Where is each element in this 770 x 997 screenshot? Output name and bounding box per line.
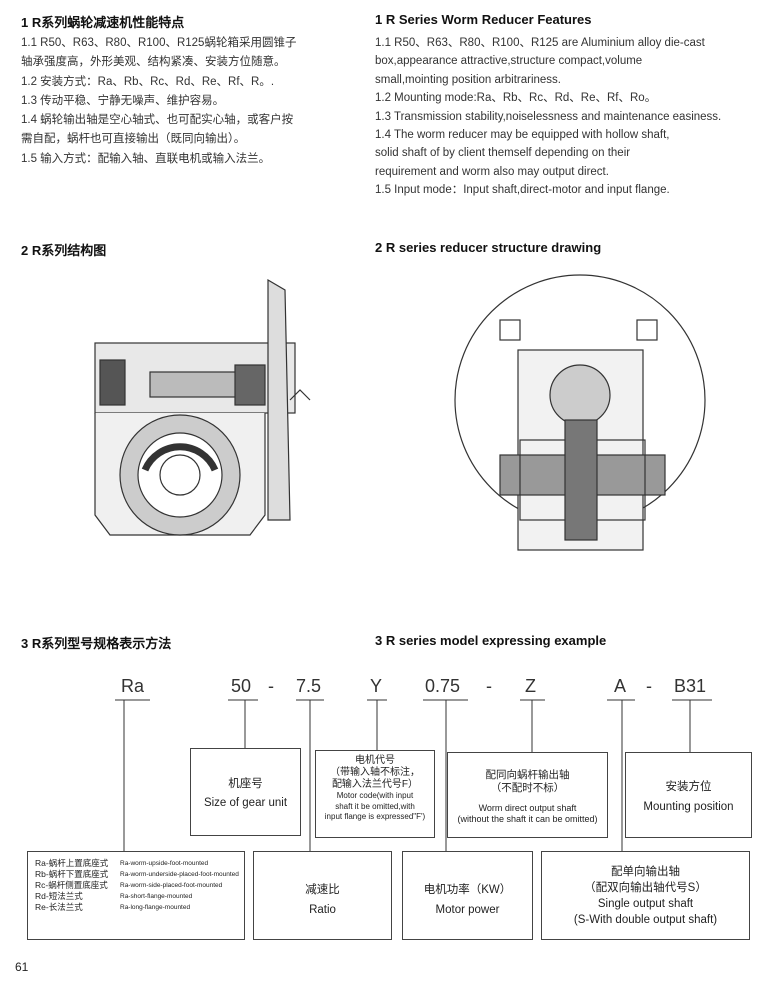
code-single-shaft: A bbox=[614, 676, 627, 696]
frame-size-box: 机座号 Size of gear unit bbox=[190, 748, 301, 836]
label-en: Worm direct output shaft bbox=[478, 803, 577, 813]
type-en: Ra-worm-underside-placed-foot-mounted bbox=[120, 871, 239, 878]
line: 1.2 安装方式：Ra、Rb、Rc、Rd、Re、Rf、R。. bbox=[21, 75, 275, 88]
type-cn: Rd-短法兰式 bbox=[35, 891, 83, 901]
line: 1.1 R50、R63、R80、R100、R125蜗轮箱采用圆锥子 bbox=[21, 37, 297, 49]
label-en: (without the shaft it can be omitted) bbox=[457, 814, 598, 824]
type-cn: Rb-蜗杆下置底座式 bbox=[35, 869, 109, 879]
motor-power-box: 电机功率（KW） Motor power bbox=[402, 851, 533, 940]
code-worm: Z bbox=[525, 676, 536, 696]
code-connectors bbox=[115, 699, 712, 851]
line: 需自配，蜗杆也可直接输出（既同向输出）。 bbox=[21, 133, 246, 146]
code-mounting: B31 bbox=[674, 676, 707, 696]
label-cn: 配输入法兰代号F） bbox=[331, 779, 419, 790]
type-en: Ra-worm-side-placed-foot-mounted bbox=[120, 882, 223, 889]
type-cn: Re-长法兰式 bbox=[35, 902, 83, 912]
type-cn: Ra-蜗杆上置底座式 bbox=[35, 858, 109, 868]
page-number: 61 bbox=[15, 960, 29, 974]
label-cn: 配单向输出轴 bbox=[611, 866, 680, 878]
label-cn: 电机代号 bbox=[355, 755, 395, 766]
line: box,appearance attractive,structure comp… bbox=[375, 55, 643, 68]
line: small,mointing position arbitrariness. bbox=[375, 73, 561, 86]
side-section-drawing bbox=[94, 278, 311, 536]
label-en: shaft it be omitted,with bbox=[335, 801, 415, 811]
label-cn: 减速比 bbox=[305, 884, 340, 896]
section3-title-cn: 3 R系列型号规格表示方法 bbox=[21, 636, 172, 651]
code-size: 50 bbox=[231, 676, 252, 696]
motor-code-box: 电机代号（带输入轴不标注，配输入法兰代号F） Motor code(with i… bbox=[315, 750, 435, 838]
type-cn: Rc-蜗杆侧置底座式 bbox=[35, 880, 108, 890]
worm-output-box: 配同向蜗杆输出轴（不配时不标） Worm direct output shaft… bbox=[447, 752, 608, 838]
section1-title-en: 1 R Series Worm Reducer Features bbox=[375, 12, 592, 27]
ratio-box: 减速比 Ratio bbox=[253, 851, 392, 940]
label-en: input flange is expressed"F') bbox=[324, 812, 426, 821]
single-output-box: 配单向输出轴 （配双向输出轴代号S） Single output shaft (S-W… bbox=[541, 851, 750, 940]
code-motor: Y bbox=[370, 676, 383, 696]
line: 1.1 R50、R63、R80、R100、R125 are Aluminium … bbox=[375, 37, 705, 49]
label-en: Motor power bbox=[435, 904, 500, 916]
code-dash: - bbox=[486, 676, 492, 696]
type-en: Ra-short-flange-mounted bbox=[120, 893, 193, 900]
code-dash: - bbox=[646, 676, 652, 696]
line: 1.2 Mounting mode:Ra、Rb、Rc、Rd、Re、Rf、Ro。 bbox=[375, 92, 657, 105]
line: 1.5 Input mode：Input shaft,direct-motor … bbox=[375, 184, 670, 197]
code-power: 0.75 bbox=[425, 676, 461, 696]
label-en: (S-With double output shaft) bbox=[573, 914, 718, 926]
label-cn: 安装方位 bbox=[665, 781, 712, 793]
label-cn: （配双向输出轴代号S） bbox=[584, 882, 707, 894]
section3-title-en: 3 R series model expressing example bbox=[375, 633, 607, 648]
section2-title-cn: 2 R系列结构图 bbox=[21, 243, 107, 258]
label-en: Single output shaft bbox=[597, 898, 694, 910]
section1-title-cn: 1 R系列蜗轮减速机性能特点 bbox=[21, 15, 185, 30]
line: 1.4 The worm reducer may be equipped wit… bbox=[375, 129, 670, 142]
label-cn: （带输入轴不标注， bbox=[330, 767, 420, 778]
mounting-position-box: 安装方位 Mounting position bbox=[625, 752, 752, 838]
label-en: Mounting position bbox=[643, 801, 734, 813]
line: 轴承强度高，外形美观、结构紧凑、安装方位随意。 bbox=[21, 56, 286, 69]
code-type: Ra bbox=[121, 676, 145, 696]
line: 1.5 输入方式：配输入轴、直联电机或输入法兰。 bbox=[21, 152, 271, 165]
code-ratio: 7.5 bbox=[296, 676, 322, 696]
label-cn: 配同向蜗杆输出轴 bbox=[485, 769, 570, 781]
label-cn: 机座号 bbox=[228, 778, 263, 790]
line: requirement and worm also may output dir… bbox=[375, 165, 609, 178]
type-en: Ra-long-flange-mounted bbox=[120, 904, 191, 911]
line: solid shaft of by client themself depend… bbox=[375, 147, 631, 160]
label-cn: （不配时不标） bbox=[490, 782, 565, 794]
label-en: Motor code(with input bbox=[336, 791, 414, 800]
section1-text-en: 1.1 R50、R63、R80、R100、R125 are Aluminium … bbox=[375, 34, 721, 200]
type-en: Ra-worm-upside-foot-mounted bbox=[120, 860, 209, 867]
end-view-drawing bbox=[454, 274, 706, 551]
line: 1.3 传动平稳、宁静无噪声、维护容易。 bbox=[21, 94, 225, 107]
line: 1.3 Transmission stability,noiselessness… bbox=[375, 110, 722, 123]
label-cn: 电机功率（KW） bbox=[423, 884, 512, 896]
section2-title-en: 2 R series reducer structure drawing bbox=[375, 240, 602, 255]
code-dash: - bbox=[268, 676, 274, 696]
label-en: Size of gear unit bbox=[203, 797, 288, 809]
section1-text-cn: 1.1 R50、R63、R80、R100、R125蜗轮箱采用圆锥子轴承强度高，外… bbox=[21, 34, 296, 169]
line: 1.4 蜗轮输出轴是空心轴式、也可配实心轴，或客户按 bbox=[21, 114, 294, 127]
label-en: Ratio bbox=[309, 904, 336, 916]
